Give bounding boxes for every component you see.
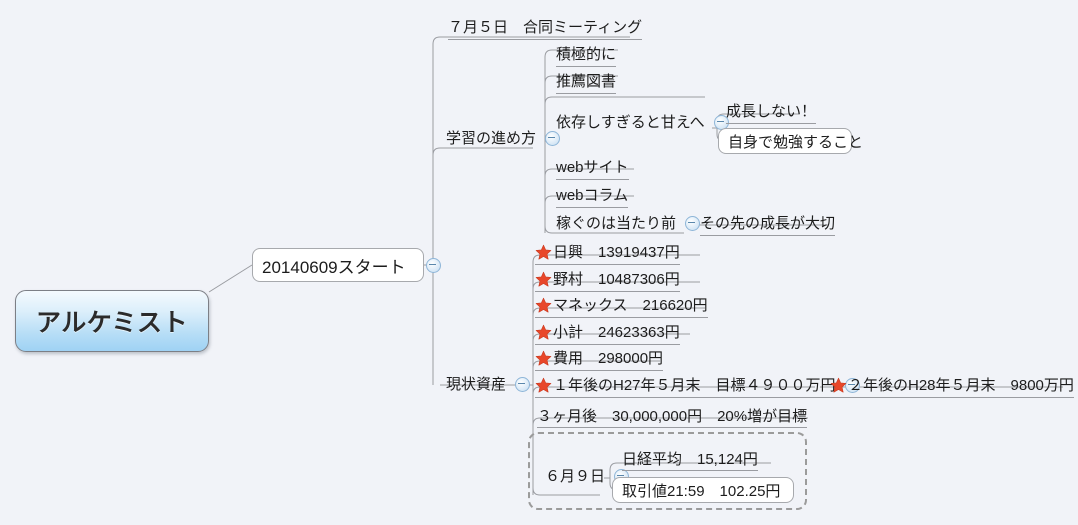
node-growth-matters[interactable]: その先の成長が大切 — [700, 215, 836, 236]
node-trading-price[interactable]: 取引値21:59 102.25円 — [612, 477, 794, 503]
node-goal-2year-label: ２年後のH28年５月末 9800万円 — [848, 377, 1074, 394]
node-dependence-label: 依存しすぎると甘えへ — [556, 114, 705, 131]
node-goal-1year-label: １年後のH27年５月末 目標４９００万円 — [553, 377, 836, 394]
node-website[interactable]: webサイト — [556, 160, 629, 180]
selection-frame[interactable] — [528, 432, 807, 510]
node-nikko-label: 日興 13919437円 — [553, 244, 680, 261]
node-books-label: 推薦図書 — [556, 73, 617, 90]
node-webcolumn[interactable]: webコラム — [556, 187, 629, 208]
root-node[interactable]: アルケミスト — [15, 290, 209, 352]
node-nomura-label: 野村 10487306円 — [553, 271, 680, 288]
node-expense[interactable]: 費用 298000円 — [535, 350, 664, 371]
node-growth-matters-label: その先の成長が大切 — [700, 215, 836, 232]
node-nomura[interactable]: 野村 10487306円 — [535, 271, 680, 292]
node-subtotal-label: 小計 24623363円 — [553, 324, 680, 341]
node-expense-label: 費用 298000円 — [553, 350, 664, 367]
star-icon — [535, 377, 552, 393]
star-icon — [535, 297, 552, 313]
node-goal-2year[interactable]: ２年後のH28年５月末 9800万円 — [830, 377, 1074, 398]
star-icon — [535, 271, 552, 287]
node-self-study-label: 自身で勉強すること — [728, 133, 864, 151]
node-assets[interactable]: 現状資産 — [446, 376, 531, 393]
node-study-label: 学習の進め方 — [446, 130, 537, 147]
root-node-label: アルケミスト — [35, 309, 188, 337]
node-goal-1year[interactable]: １年後のH27年５月末 目標４９００万円 — [535, 377, 860, 398]
node-goal-3months[interactable]: ３ヶ月後 30,000,000円 20%増が目標 — [537, 408, 808, 428]
central-node[interactable]: 20140609スタート — [252, 248, 424, 282]
node-monex[interactable]: マネックス 216620円 — [535, 297, 708, 318]
node-trading-price-label: 取引値21:59 102.25円 — [622, 482, 781, 500]
node-nikkei-average-label: 日経平均 15,124円 — [622, 451, 758, 468]
star-icon — [535, 324, 552, 340]
node-dependence[interactable]: 依存しすぎると甘えへ — [556, 115, 729, 130]
node-webcolumn-label: webコラム — [556, 187, 629, 204]
node-goal-1year-collapse-icon[interactable] — [844, 378, 860, 393]
node-nikko[interactable]: 日興 13919437円 — [535, 244, 680, 265]
node-self-study[interactable]: 自身で勉強すること — [718, 128, 863, 154]
node-monex-label: マネックス 216620円 — [553, 297, 708, 314]
node-positive-label: 積極的に — [556, 46, 617, 63]
central-node-label: 20140609スタート — [262, 257, 406, 277]
node-earning[interactable]: 稼ぐのは当たり前 — [556, 215, 701, 232]
node-assets-collapse-icon[interactable] — [515, 377, 531, 392]
node-meeting[interactable]: ７月５日 合同ミーティング — [448, 19, 643, 40]
star-icon — [535, 244, 552, 260]
node-subtotal[interactable]: 小計 24623363円 — [535, 324, 680, 345]
node-earning-label: 稼ぐのは当たり前 — [556, 215, 677, 232]
node-nikkei-average[interactable]: 日経平均 15,124円 — [622, 452, 758, 471]
node-website-label: webサイト — [556, 159, 629, 176]
node-june9-label: ６月９日 — [545, 468, 606, 485]
central-node-collapse-icon[interactable] — [426, 258, 441, 273]
node-study[interactable]: 学習の進め方 — [446, 130, 561, 147]
star-icon — [830, 377, 847, 393]
node-earning-collapse-icon[interactable] — [685, 216, 701, 231]
node-meeting-label: ７月５日 合同ミーティング — [448, 19, 643, 36]
node-books[interactable]: 推薦図書 — [556, 73, 617, 94]
node-no-growth-label: 成長しない！ — [726, 103, 817, 120]
node-study-collapse-icon[interactable] — [545, 131, 561, 146]
node-assets-label: 現状資産 — [446, 376, 507, 393]
node-june9[interactable]: ６月９日 — [545, 468, 630, 485]
node-goal-3months-label: ３ヶ月後 30,000,000円 20%増が目標 — [537, 408, 808, 425]
star-icon — [535, 350, 552, 366]
node-positive[interactable]: 積極的に — [556, 46, 617, 67]
node-no-growth[interactable]: 成長しない！ — [726, 103, 817, 124]
